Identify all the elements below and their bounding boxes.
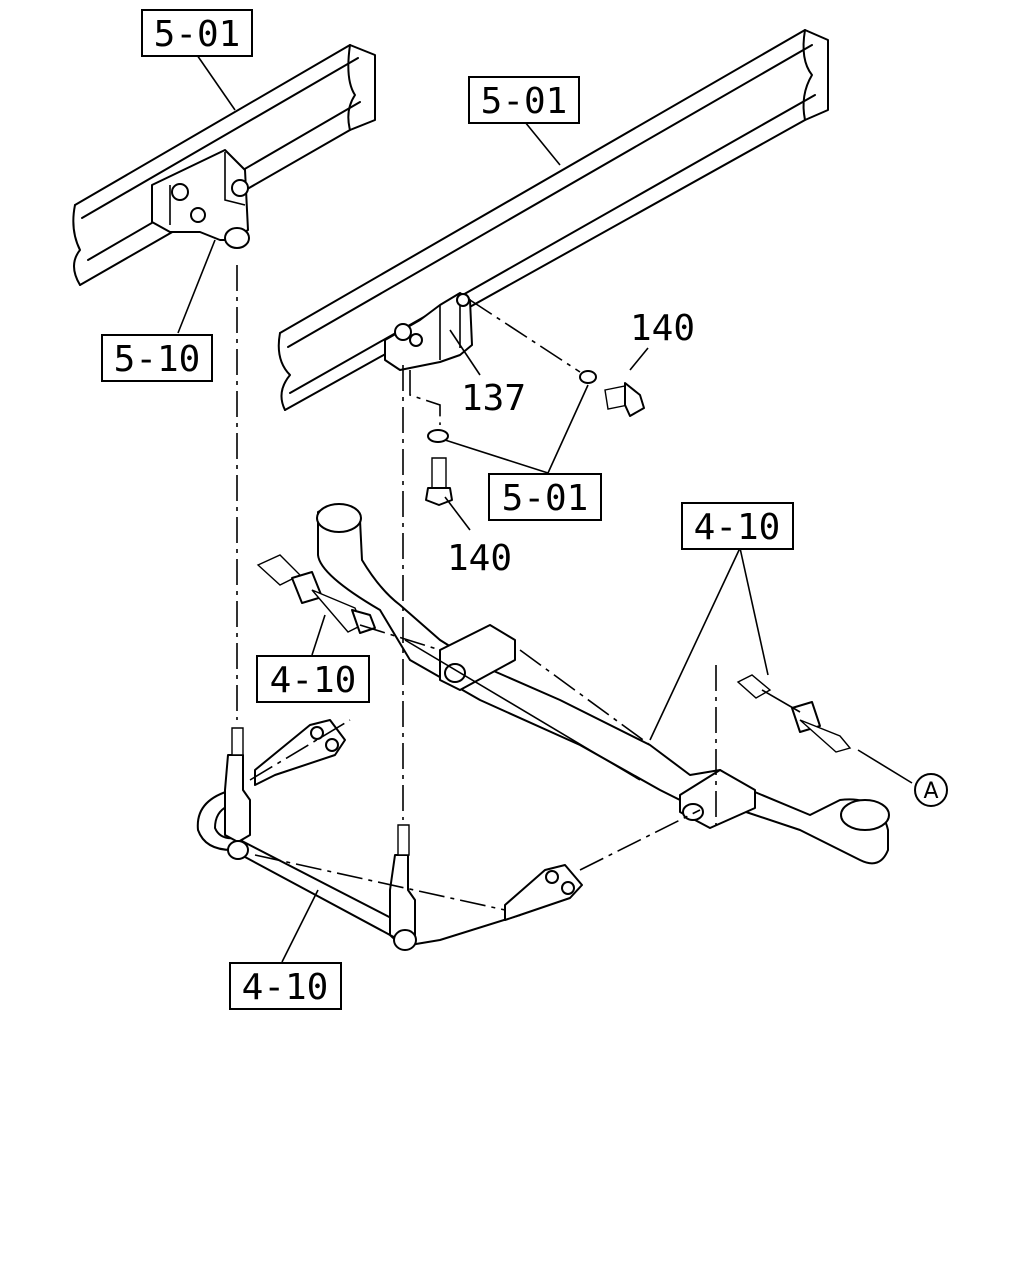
axle-beam (316, 503, 890, 865)
ref-label: 4-10 (242, 967, 329, 1008)
ref-box-frame-upper-left: 5-01 (141, 9, 253, 57)
ref-label: 5-01 (154, 14, 241, 55)
king-pin-right (736, 674, 852, 753)
stabilizer-link-right (504, 864, 583, 921)
ref-box-axle-bottom: 4-10 (229, 962, 342, 1010)
leader-lines (177, 54, 913, 963)
bracket-137 (384, 292, 473, 371)
ref-box-bracket-left: 5-10 (101, 334, 213, 382)
ref-label: 4-10 (694, 507, 781, 548)
washer-horizontal (579, 370, 597, 384)
callout-a: A (914, 773, 948, 807)
frame-rail-right (277, 29, 829, 411)
ref-label: 5-01 (481, 81, 568, 122)
ref-box-frame-upper-right: 5-01 (468, 76, 580, 124)
stabilizer-bar (196, 727, 521, 951)
frame-bracket-left (151, 149, 250, 249)
part-number-bolt-horizontal: 140 (630, 308, 695, 349)
king-pin-left (256, 554, 376, 634)
bolt-140-vertical (425, 457, 453, 506)
ref-box-axle-left-pin: 4-10 (256, 655, 370, 703)
assembly-center-lines (236, 265, 717, 911)
stabilizer-link-left (254, 719, 346, 786)
ref-label: 5-01 (502, 478, 589, 519)
ref-box-washer: 5-01 (488, 473, 602, 521)
callout-label: A (923, 779, 938, 804)
bolt-140-horizontal (604, 382, 645, 417)
part-number-bracket: 137 (461, 378, 526, 419)
ref-box-axle-upper-right: 4-10 (681, 502, 794, 550)
washer-vertical (427, 429, 449, 443)
ref-label: 5-10 (114, 339, 201, 380)
part-number-bolt-vertical: 140 (447, 538, 512, 579)
ref-label: 4-10 (270, 660, 357, 701)
